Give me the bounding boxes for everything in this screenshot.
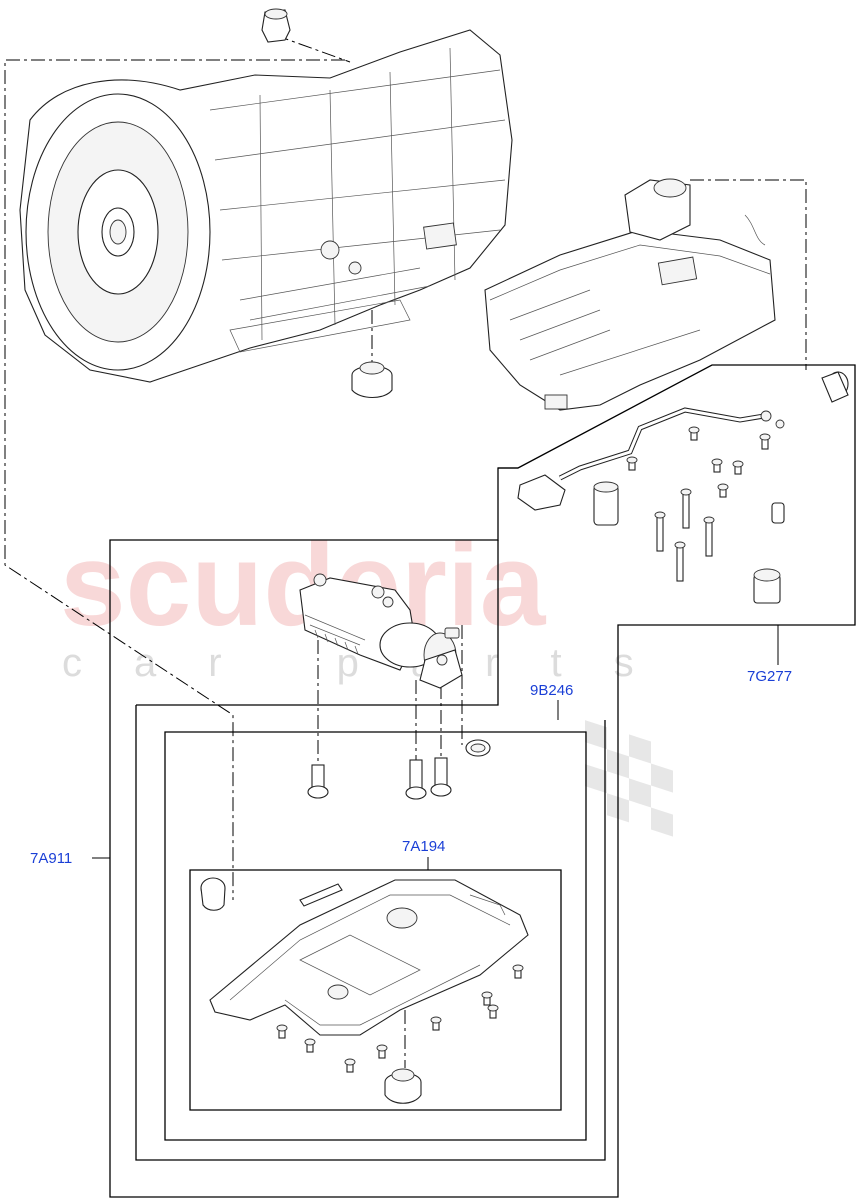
oil-pan[interactable]: [209, 879, 529, 1036]
small-plug[interactable]: [771, 502, 785, 524]
drain-plug-lower[interactable]: [384, 1068, 422, 1104]
pan-grommet[interactable]: [200, 877, 226, 911]
callout-7G277[interactable]: 7G277: [747, 668, 792, 685]
kit-7A911: 7A911: [30, 850, 110, 867]
watermark-checker-flag: [585, 720, 673, 837]
callout-7A194[interactable]: 7A194: [402, 838, 445, 855]
dashed-leaders: [4, 34, 807, 1068]
park-lock-actuator[interactable]: [299, 573, 463, 689]
harness-grommet[interactable]: [821, 371, 849, 403]
watermark: scuderia car parts: [60, 519, 673, 837]
wiring-harness[interactable]: [517, 407, 785, 511]
callout-9B246[interactable]: 9B246: [530, 682, 573, 699]
seal-plug[interactable]: [753, 568, 781, 604]
actuator-bolt-2[interactable]: [405, 759, 427, 800]
actuator-bolt-3[interactable]: [430, 757, 452, 797]
o-ring-seal[interactable]: [465, 739, 491, 757]
pan-bolts[interactable]: [276, 964, 524, 1073]
callout-7A911[interactable]: 7A911: [30, 850, 72, 867]
actuator-bolt-1[interactable]: [307, 764, 329, 799]
sensor-sleeve[interactable]: [593, 481, 619, 526]
magnet-bar[interactable]: [299, 883, 343, 907]
kit-7A194: 7A194: [189, 838, 562, 1111]
kit-7G277: 7G277: [109, 364, 856, 1198]
valve-body-bolts[interactable]: [626, 426, 771, 582]
watermark-brand: scuderia: [60, 519, 547, 651]
transmission-assembly[interactable]: [19, 29, 513, 383]
drain-plug-upper[interactable]: [351, 361, 393, 399]
kit-9B246: 9B246: [135, 540, 606, 1161]
breather-plug[interactable]: [261, 8, 291, 43]
valve-body[interactable]: [484, 178, 776, 411]
